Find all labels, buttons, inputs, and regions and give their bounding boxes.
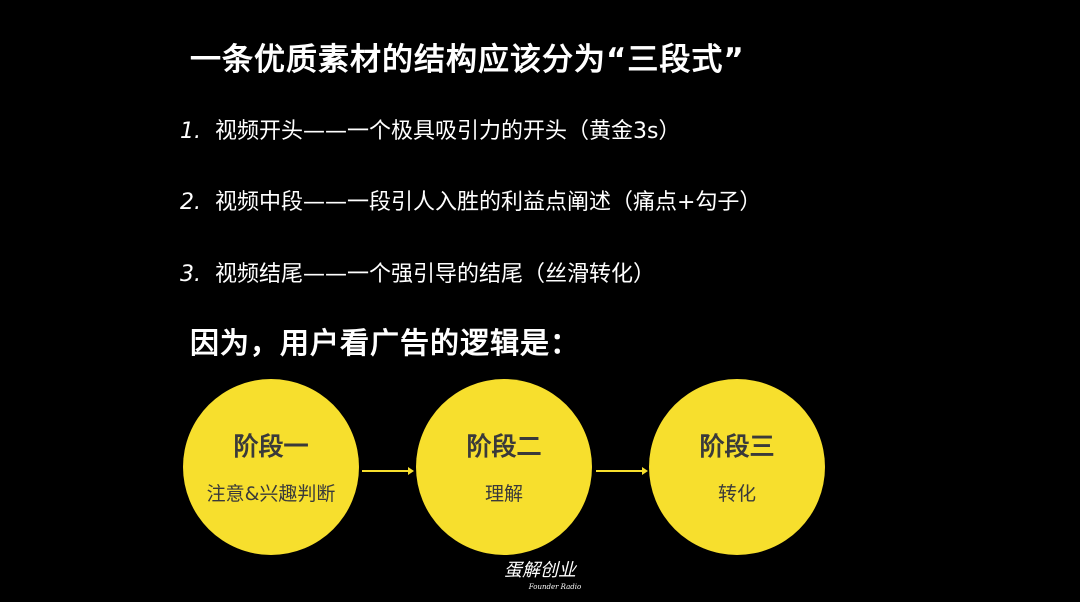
stage-desc: 转化 xyxy=(717,483,756,505)
stage-circle-1: 阶段一 注意&兴趣判断 xyxy=(183,379,359,555)
brand-logo: 蛋解创业 Founder Radio xyxy=(490,560,590,592)
logo-subtext: Founder Radio xyxy=(528,583,582,591)
arrow-right-icon xyxy=(596,467,648,475)
arrow-right-icon xyxy=(362,467,414,475)
stage-desc: 注意&兴趣判断 xyxy=(206,483,336,505)
list-item: 1. 视频开头——一个极具吸引力的开头（黄金3s） xyxy=(180,113,680,145)
stage-title: 阶段二 xyxy=(466,432,542,461)
item-number: 3. xyxy=(180,262,201,287)
item-text: 视频结尾——一个强引导的结尾（丝滑转化） xyxy=(215,262,656,287)
stage-title: 阶段一 xyxy=(233,432,309,461)
subtitle: 因为，用户看广告的逻辑是： xyxy=(190,326,581,360)
item-number: 1. xyxy=(180,119,201,144)
stage-circle-3: 阶段三 转化 xyxy=(649,379,825,555)
logo-text: 蛋解创业 xyxy=(504,560,576,581)
item-number: 2. xyxy=(180,190,201,215)
item-text: 视频中段——一段引人入胜的利益点阐述（痛点+勾子） xyxy=(215,190,762,215)
item-text: 视频开头——一个极具吸引力的开头（黄金3s） xyxy=(215,119,681,144)
stage-desc: 理解 xyxy=(484,483,523,505)
list-item: 2. 视频中段——一段引人入胜的利益点阐述（痛点+勾子） xyxy=(180,184,761,216)
list-item: 3. 视频结尾——一个强引导的结尾（丝滑转化） xyxy=(180,256,655,288)
slide-title: 一条优质素材的结构应该分为“三段式” xyxy=(190,42,745,78)
stage-title: 阶段三 xyxy=(699,432,775,461)
stage-circle-2: 阶段二 理解 xyxy=(416,379,592,555)
